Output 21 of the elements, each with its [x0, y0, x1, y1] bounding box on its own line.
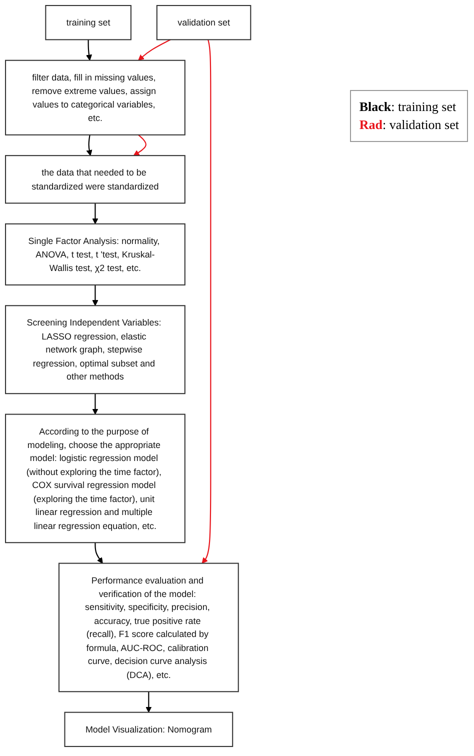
- arrow: [138, 39, 171, 61]
- node-box: validation set: [156, 5, 252, 40]
- legend-entry: Black: training set: [359, 99, 458, 115]
- arrow: [202, 40, 212, 564]
- arrow: [146, 692, 152, 713]
- arrow: [92, 203, 98, 224]
- node-box: training set: [45, 5, 132, 40]
- node-box: Screening Independent Variables: LASSO regression, elastic network graph, stepwise regression, optimal subset and other methods: [5, 305, 186, 394]
- arrow: [86, 134, 92, 156]
- arrow: [92, 394, 98, 415]
- arrow: [86, 40, 92, 61]
- node-box: According to the purpose of modeling, choose the appropriate model: logistic regression model (without exploring the time factor), COX survival regression model (exploring the time factor), unit linear regression and multiple linear regression equation, etc.: [5, 414, 186, 544]
- node-box: Model Visualization: Nomogram: [64, 712, 234, 747]
- node-box: the data that needed to be standardized were standardized: [5, 155, 186, 204]
- arrow: [92, 284, 98, 306]
- node-box: filter data, fill in missing values, remove extreme values, assign values to categorical variables, etc.: [5, 60, 186, 136]
- arrow: [133, 134, 146, 156]
- arrow: [94, 542, 103, 564]
- node-box: Performance evaluation and verification of the model: sensitivity, specificity, precision, accuracy, true positive rate (recall), F1 score calculated by formula, AUC-ROC, calibration curve, decision curve analysis (DCA), etc.: [58, 562, 239, 692]
- node-box: Single Factor Analysis: normality, ANOVA, t test, t 'test, Kruskal-Wallis test, χ2 test, etc.: [5, 223, 186, 286]
- legend-entry: Rad: validation set: [359, 117, 459, 133]
